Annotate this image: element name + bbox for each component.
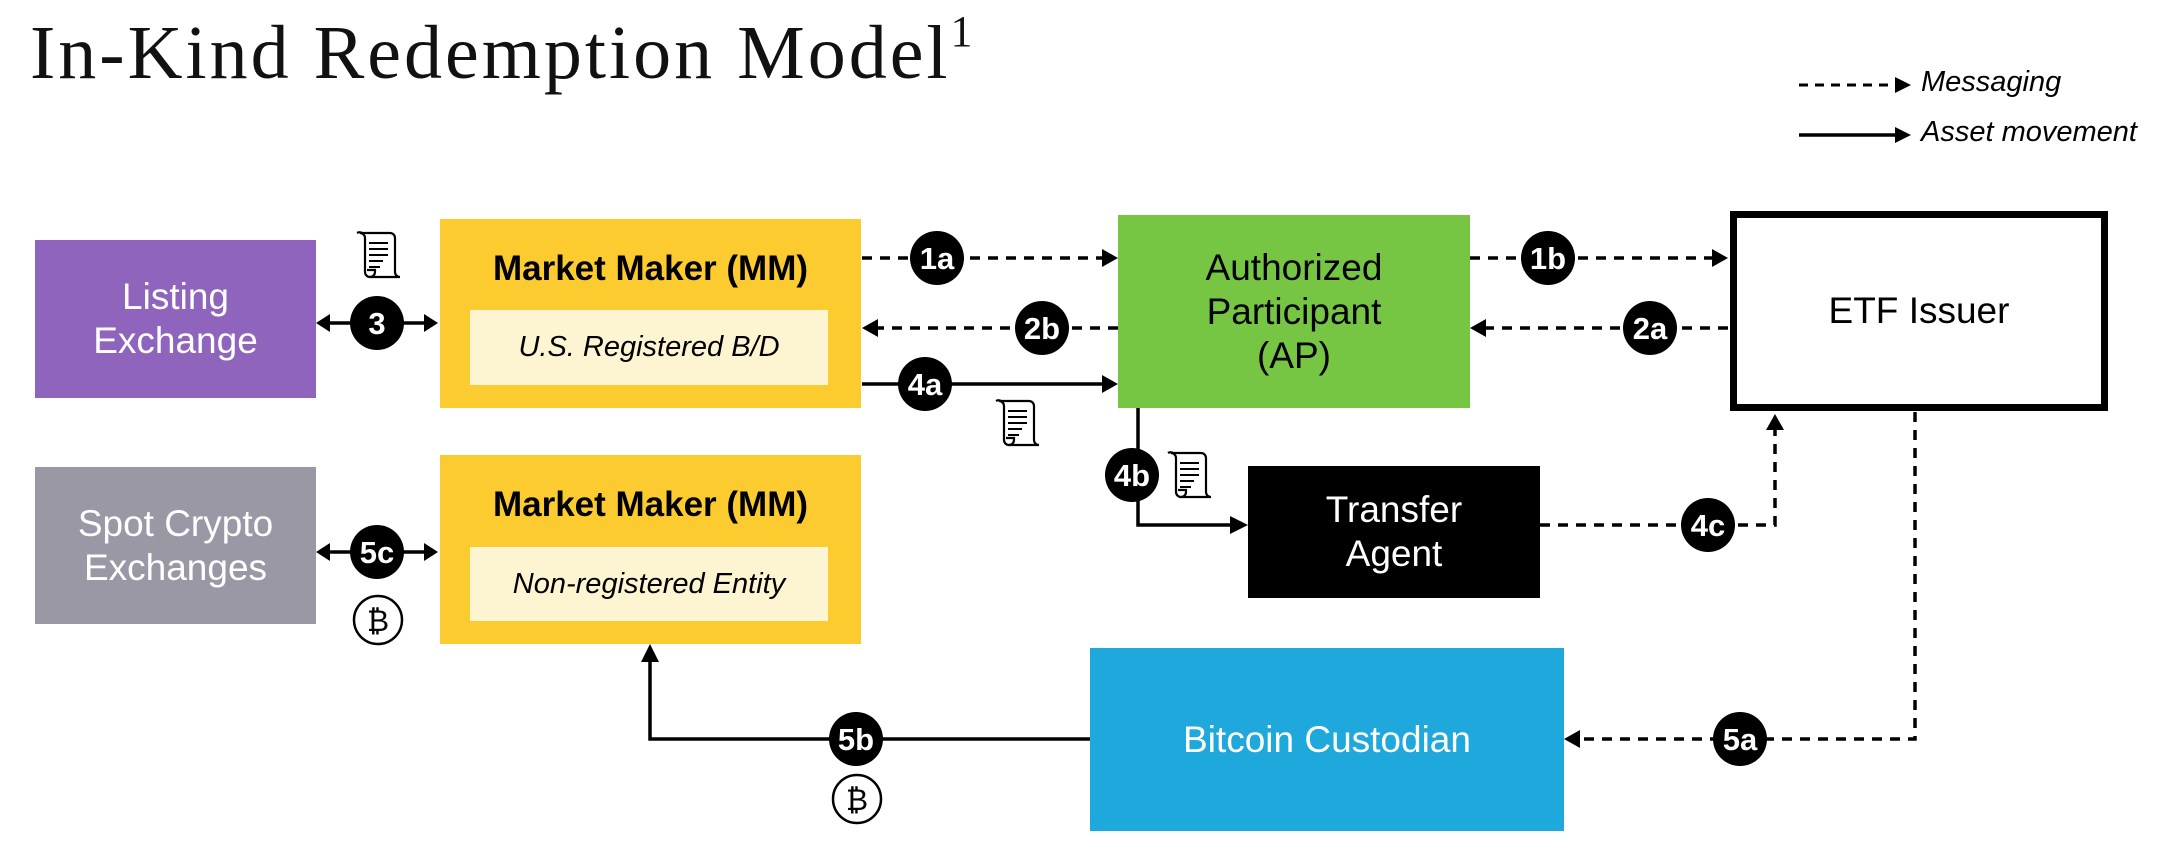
svg-text:3: 3 (368, 306, 385, 341)
market-maker-bd-subtitle: U.S. Registered B/D (518, 331, 780, 363)
step-3-badge: 3 (350, 296, 404, 350)
market-maker-nonreg-box: Market Maker (MM) Non-registered Entity (440, 455, 861, 644)
authorized-participant-label: Authorized Participant (AP) (1205, 246, 1383, 376)
svg-text:1a: 1a (920, 241, 955, 276)
market-maker-bd-title: Market Maker (MM) (492, 249, 809, 288)
step-1a-badge: 1a (910, 231, 964, 285)
step-5c-badge: 5c (350, 525, 404, 579)
listing-exchange-box: Listing Exchange (35, 240, 316, 398)
bitcoin-custodian-label: Bitcoin Custodian (1183, 718, 1471, 760)
market-maker-nonreg-subtitle-box: Non-registered Entity (470, 547, 828, 621)
bitcoin-icon (831, 773, 883, 825)
spot-crypto-exchanges-label: Spot Crypto Exchanges (77, 502, 274, 588)
step-2b-badge: 2b (1015, 301, 1069, 355)
transfer-agent-box: Transfer Agent (1248, 466, 1540, 598)
connector-4c (1540, 430, 1777, 527)
svg-text:5a: 5a (1723, 722, 1758, 757)
transfer-agent-label: Transfer Agent (1325, 489, 1463, 574)
connector-4b (1136, 408, 1230, 527)
step-5a-badge: 5a (1713, 712, 1767, 766)
bitcoin-icon (352, 594, 404, 646)
svg-text:4c: 4c (1691, 508, 1725, 543)
step-4a-badge: 4a (898, 357, 952, 411)
document-scroll-icon (1166, 451, 1213, 499)
bitcoin-custodian-box: Bitcoin Custodian (1090, 648, 1564, 831)
svg-text:1b: 1b (1530, 241, 1566, 276)
legend-lines (1799, 77, 1911, 143)
market-maker-nonreg-subtitle: Non-registered Entity (512, 567, 786, 600)
document-scroll-icon (355, 231, 402, 279)
legend-asset-movement-label: Asset movement (1921, 116, 2137, 148)
market-maker-nonreg-title: Market Maker (MM) (492, 485, 809, 524)
etf-issuer-label: ETF Issuer (1828, 290, 2010, 331)
etf-issuer-box: ETF Issuer (1730, 211, 2108, 411)
spot-crypto-exchanges-box: Spot Crypto Exchanges (35, 467, 316, 624)
svg-text:5c: 5c (360, 535, 394, 570)
market-maker-bd-box: Market Maker (MM) U.S. Registered B/D (440, 219, 861, 408)
legend-messaging-label: Messaging (1921, 66, 2062, 98)
authorized-participant-box: Authorized Participant (AP) (1118, 215, 1470, 408)
svg-text:5b: 5b (838, 722, 874, 757)
connector-5a (1580, 412, 1917, 741)
svg-text:2b: 2b (1024, 311, 1060, 346)
listing-exchange-label: Listing Exchange (93, 276, 258, 361)
title-footnote: 1 (950, 7, 973, 56)
page-title: In-Kind Redemption Model1 (30, 7, 973, 95)
step-1b-badge: 1b (1521, 231, 1575, 285)
document-scroll-icon (994, 399, 1041, 447)
step-5b-badge: 5b (829, 712, 883, 766)
step-2a-badge: 2a (1623, 301, 1677, 355)
connector-5b (648, 662, 1090, 741)
market-maker-bd-subtitle-box: U.S. Registered B/D (470, 310, 828, 385)
svg-text:2a: 2a (1633, 311, 1668, 346)
svg-text:4b: 4b (1114, 458, 1150, 493)
step-4c-badge: 4c (1681, 498, 1735, 552)
step-4b-badge: 4b (1105, 448, 1159, 502)
svg-text:4a: 4a (908, 367, 943, 402)
